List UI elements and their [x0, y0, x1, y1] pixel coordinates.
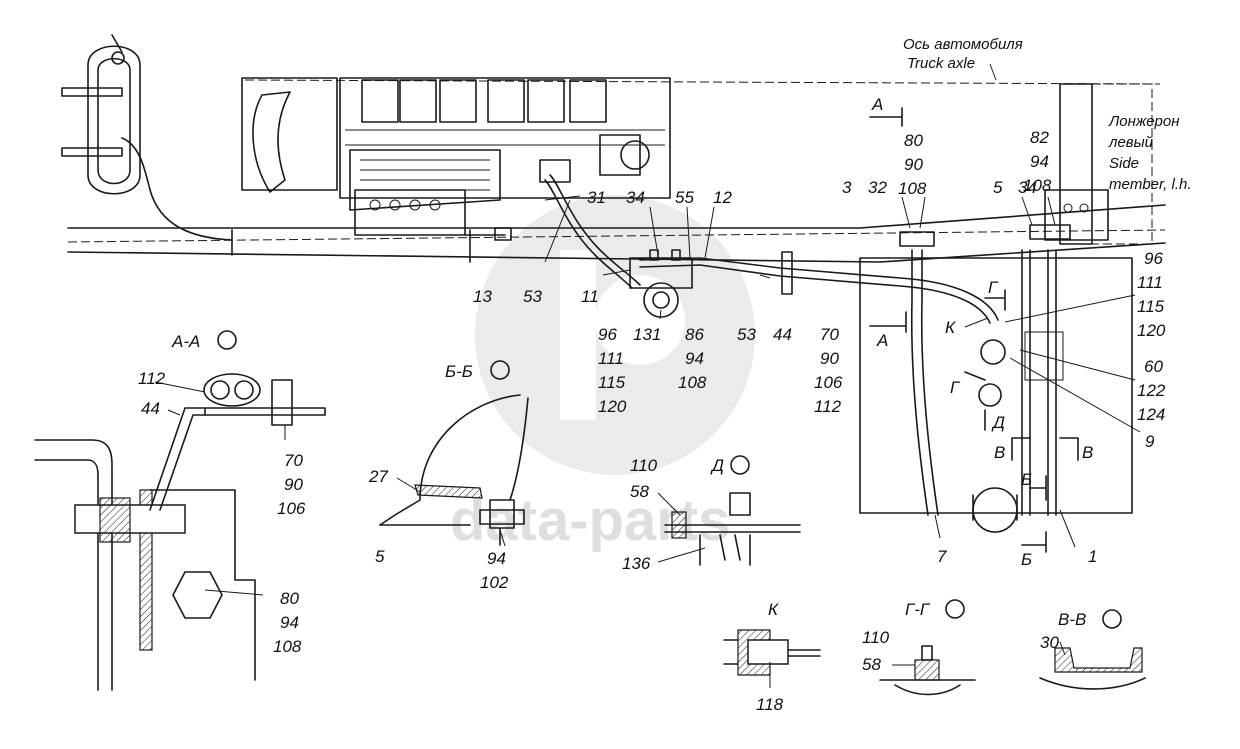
callout: 110 [630, 456, 658, 475]
callout: 118 [756, 695, 784, 714]
callout: 34 [1018, 178, 1037, 197]
mark-v-left: В [994, 443, 1005, 462]
watermark-text: data-parts [450, 488, 730, 553]
mark-k: К [945, 318, 956, 337]
callout: 9 [1145, 432, 1155, 451]
note-truck-axle-en: Truck axle [907, 55, 975, 72]
callout: 44 [141, 399, 160, 418]
callout: 112 [138, 369, 166, 388]
mark-v-right: В [1082, 443, 1093, 462]
section-title-aa: А-А [171, 332, 200, 351]
callout: 120 [1137, 321, 1166, 340]
mark-g-top: Г [988, 278, 999, 297]
callout: 3 [842, 178, 852, 197]
engine-block [241, 77, 671, 236]
callout: 5 [375, 547, 385, 566]
sensor-loop-bracket [61, 34, 233, 256]
callout: 94 [1030, 152, 1049, 171]
fuel-filter-unit [629, 249, 693, 318]
callout: 111 [598, 349, 624, 368]
mark-b-bottom: Б [1021, 550, 1032, 569]
callout: 32 [868, 178, 887, 197]
section-bb [379, 360, 529, 546]
leader-lines [154, 195, 1141, 688]
callout: 11 [581, 287, 599, 306]
callout: 111 [1137, 273, 1163, 292]
callout: 106 [277, 499, 306, 518]
callout: 106 [814, 373, 843, 392]
callout: 108 [898, 179, 927, 198]
callout: 96 [1144, 249, 1163, 268]
callout: 53 [737, 325, 756, 344]
callout: 112 [814, 397, 842, 416]
callout: 70 [284, 451, 303, 470]
callout: 5 [993, 178, 1003, 197]
callout: 7 [937, 547, 947, 566]
callout: 58 [862, 655, 881, 674]
callout: 94 [685, 349, 704, 368]
callout: 94 [280, 613, 299, 632]
callout: 44 [773, 325, 792, 344]
callout: 108 [273, 637, 302, 656]
callout: 27 [368, 467, 388, 486]
callout: 102 [480, 573, 509, 592]
callout: 31 [587, 188, 606, 207]
callout: 115 [1137, 297, 1165, 316]
mark-a-bottom: А [876, 331, 888, 350]
section-title-k: К [768, 600, 779, 619]
callout: 53 [523, 287, 542, 306]
callout: 58 [630, 482, 649, 501]
section-title-d: Д [710, 456, 724, 475]
truck-axle-line [244, 63, 1161, 85]
callout: 131 [633, 325, 661, 344]
mark-a-top: А [871, 95, 883, 114]
mark-b-top: Б [1021, 470, 1032, 489]
note-side-member-en-1: Side [1109, 155, 1139, 172]
callout: 115 [598, 373, 626, 392]
callout: 122 [1137, 381, 1166, 400]
callout: 90 [284, 475, 303, 494]
section-gg [879, 599, 976, 696]
fuel-tank [859, 224, 1133, 533]
section-title-bb: Б-Б [445, 362, 473, 381]
callout: 13 [473, 287, 492, 306]
callout: 86 [685, 325, 704, 344]
callout: 55 [675, 188, 694, 207]
clamp-44 [781, 251, 793, 295]
callout: 94 [487, 549, 506, 568]
callout: 80 [904, 131, 923, 150]
callout: 82 [1030, 128, 1049, 147]
callout: 110 [862, 628, 890, 647]
mark-d: Д [991, 413, 1005, 432]
note-side-member-en-2: member, l.h. [1109, 176, 1192, 193]
callout: 124 [1137, 405, 1165, 424]
callout: 60 [1144, 357, 1163, 376]
callout: 34 [626, 188, 645, 207]
callout: 30 [1040, 633, 1059, 652]
section-d [664, 455, 801, 566]
section-title-gg: Г-Г [905, 600, 931, 619]
section-aa [34, 330, 326, 691]
callout: 1 [1088, 547, 1097, 566]
callout: 80 [280, 589, 299, 608]
callout: 108 [678, 373, 707, 392]
section-title-vv: В-В [1058, 610, 1086, 629]
callout: 108 [1023, 176, 1052, 195]
callout: 90 [820, 349, 839, 368]
note-truck-axle-ru: Ось автомобиля [903, 36, 1023, 53]
callout: 96 [598, 325, 617, 344]
note-side-member-ru-1: Лонжерон [1108, 113, 1179, 130]
callout: 70 [820, 325, 839, 344]
note-side-member-ru-2: левый [1108, 134, 1154, 151]
callout: 12 [713, 188, 732, 207]
callout: 90 [904, 155, 923, 174]
callout: 136 [622, 554, 651, 573]
section-arrows [869, 107, 1079, 553]
callout: 120 [598, 397, 627, 416]
detail-k [723, 629, 821, 676]
mark-g-bottom: Г [950, 378, 961, 397]
